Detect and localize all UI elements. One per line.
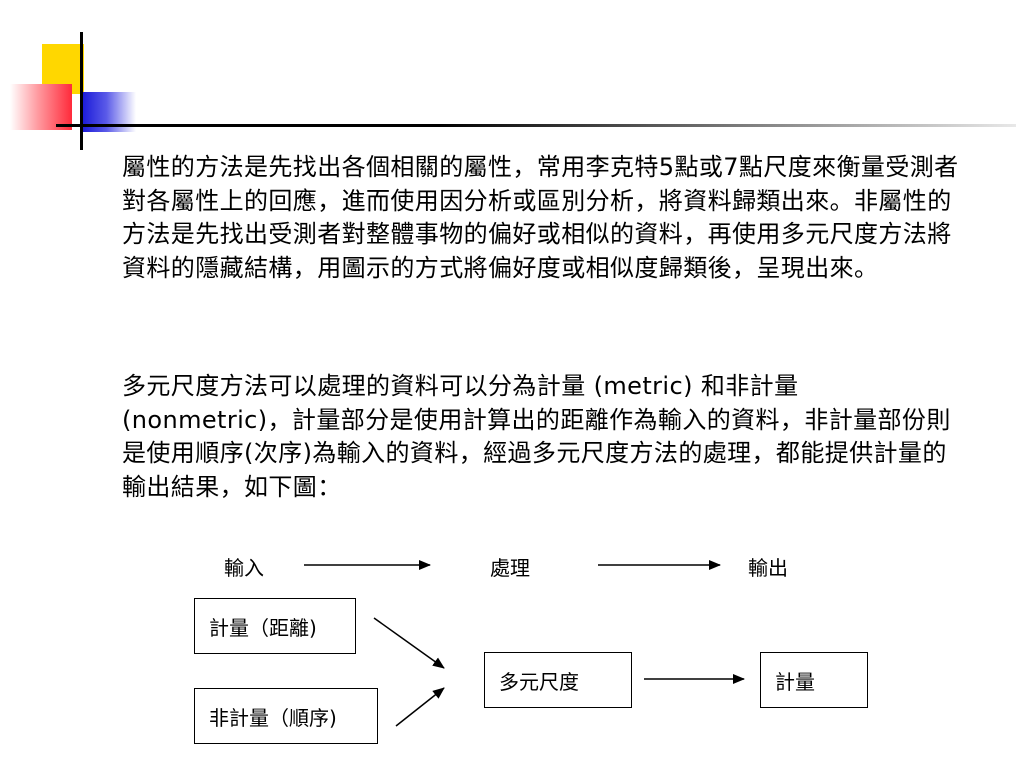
label-input: 輸入 <box>224 556 264 580</box>
arrow-metric-to-mds <box>373 617 445 669</box>
arrow-nonmetric-to-mds <box>395 687 445 727</box>
vertical-rule <box>80 32 83 150</box>
horizontal-rule <box>56 124 1016 127</box>
label-output: 輸出 <box>748 556 788 580</box>
box-mds-process: 多元尺度 <box>484 652 632 708</box>
diagram-arrows <box>304 560 745 727</box>
paragraph-attribute-methods: 屬性的方法是先找出各個相關的屬性，常用李克特5點或7點尺度來衡量受測者對各屬性上… <box>122 153 959 282</box>
red-gradient-decoration <box>10 84 72 130</box>
mds-flow-diagram: 輸入 處理 輸出 計量（距離) 非計量（順序) 多元尺度 計量 <box>180 540 900 750</box>
paragraph-mds-data-types: 多元尺度方法可以處理的資料可以分為計量 (metric) 和非計量 (nonme… <box>122 372 951 501</box>
box-nonmetric-input: 非計量（順序) <box>194 688 378 744</box>
box-metric-output: 計量 <box>760 652 868 708</box>
box-metric-input: 計量（距離) <box>194 598 356 654</box>
label-process: 處理 <box>490 556 530 580</box>
